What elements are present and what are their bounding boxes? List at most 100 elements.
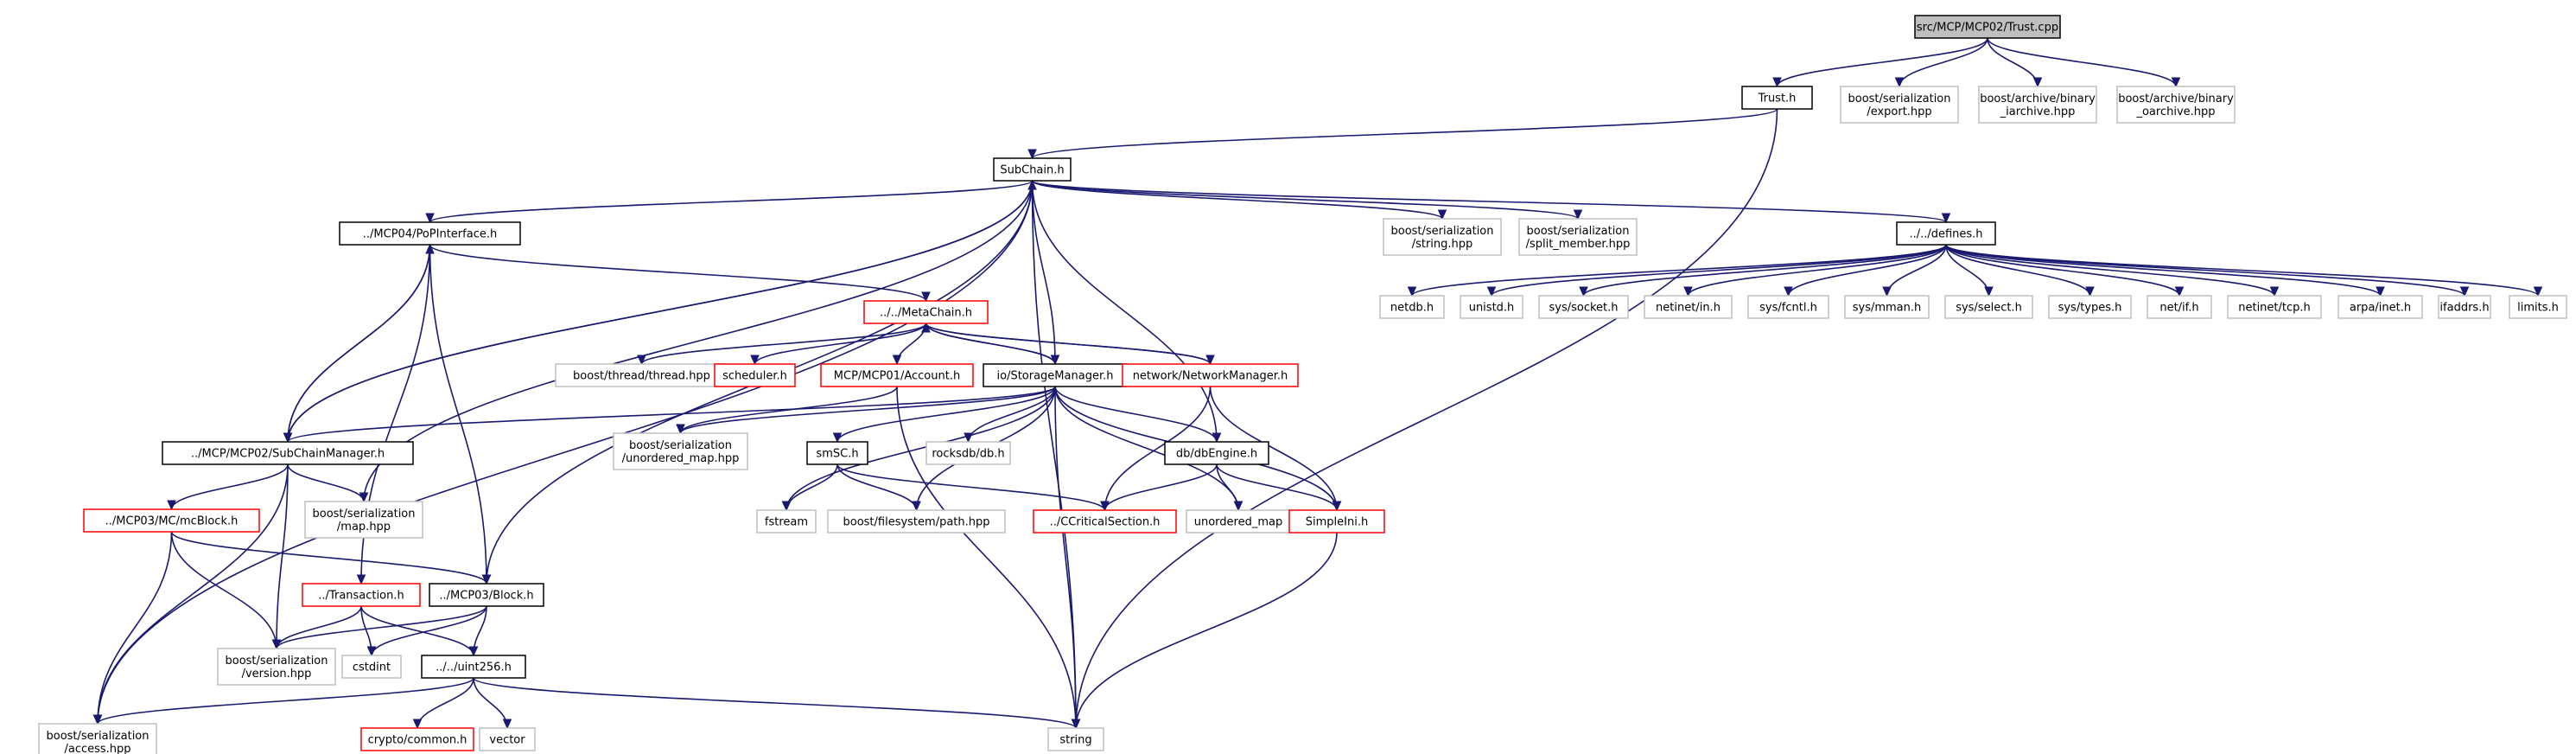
node-netinet-in-h[interactable]: netinet/in.h: [1644, 295, 1733, 319]
node-simpleini-h[interactable]: SimpleIni.h: [1288, 509, 1385, 534]
node-label: ../MCP03/Block.h: [439, 590, 533, 603]
node-subchainmanager-h[interactable]: ../MCP/MCP02/SubChainManager.h: [162, 441, 414, 465]
node-storagemanager-h[interactable]: io/StorageManager.h: [983, 363, 1128, 387]
node-label: scheduler.h: [722, 370, 787, 383]
node-box: [1747, 295, 1829, 319]
node-label: SimpleIni.h: [1306, 516, 1368, 529]
node-dbengine-h[interactable]: db/dbEngine.h: [1164, 441, 1269, 465]
node-cstdint[interactable]: cstdint: [341, 655, 402, 679]
edge-trust-cpp-to-boost-oarchive: [1987, 37, 2181, 88]
node-defines-h[interactable]: ../../defines.h: [1896, 221, 1996, 246]
node-boost-split-member[interactable]: boost/serialization/split_member.hpp: [1518, 218, 1638, 256]
node-vector[interactable]: vector: [479, 727, 536, 751]
node-box: [360, 727, 474, 751]
node-sys-socket-h[interactable]: sys/socket.h: [1538, 295, 1629, 319]
node-sys-types-h[interactable]: sys/types.h: [2048, 295, 2132, 319]
node-box: [1518, 218, 1638, 256]
node-label: ../MCP04/PoPInterface.h: [363, 228, 497, 241]
node-string[interactable]: string: [1047, 727, 1104, 751]
node-boost-export[interactable]: boost/serialization/export.hpp: [1840, 86, 1959, 124]
node-net-if-h[interactable]: net/if.h: [2147, 295, 2212, 319]
node-label: boost/thread/thread.hpp: [573, 370, 710, 383]
node-smsc-h[interactable]: smSC.h: [806, 441, 868, 465]
edge-uint256-h-to-vector: [473, 677, 512, 730]
node-boost-access[interactable]: boost/serialization/access.hpp: [38, 723, 157, 754]
node-label: boost/serialization: [629, 439, 732, 452]
node-boost-iarchive[interactable]: boost/archive/binary_iarchive.hpp: [1978, 86, 2097, 124]
node-netdb-h[interactable]: netdb.h: [1379, 295, 1445, 319]
edge-layer: [92, 37, 2543, 730]
node-label: src/MCP/MCP02/Trust.cpp: [1917, 22, 2058, 35]
edge-defines-h-to-net-if-h: [1945, 244, 2185, 297]
node-label: boost/serialization: [1390, 225, 1493, 238]
node-unistd-h[interactable]: unistd.h: [1460, 295, 1523, 319]
node-transaction-h[interactable]: ../Transaction.h: [302, 583, 421, 607]
node-boost-filesystem[interactable]: boost/filesystem/path.hpp: [827, 509, 1006, 534]
node-box: [1741, 86, 1813, 110]
node-boost-thread[interactable]: boost/thread/thread.hpp: [555, 363, 728, 387]
node-metachain-h[interactable]: ../../MetaChain.h: [863, 300, 989, 324]
edge-trust-cpp-to-boost-iarchive: [1987, 37, 2043, 88]
node-label: /version.hpp: [242, 668, 312, 681]
node-mcblock-h[interactable]: ../MCP03/MC/mcBlock.h: [83, 508, 260, 533]
node-label: ../Transaction.h: [318, 590, 404, 603]
node-label: boost/serialization: [312, 508, 415, 521]
node-criticalsection-h[interactable]: ../CCriticalSection.h: [1033, 509, 1177, 534]
node-box: [714, 363, 796, 387]
node-trust-h[interactable]: Trust.h: [1741, 86, 1813, 110]
edge-metachain-h-to-boost-thread: [637, 323, 927, 366]
node-label: rocksdb/db.h: [932, 448, 1004, 461]
node-boost-unordered-map[interactable]: boost/serialization/unordered_map.hpp: [613, 432, 748, 470]
node-boost-map[interactable]: boost/serialization/map.hpp: [304, 501, 423, 539]
node-label: netinet/in.h: [1656, 302, 1721, 315]
node-label: ../MCP/MCP02/SubChainManager.h: [191, 448, 385, 461]
node-netinet-tcp-h[interactable]: netinet/tcp.h: [2227, 295, 2322, 319]
edge-metachain-h-to-account-h: [892, 323, 927, 366]
node-label: sys/fcntl.h: [1759, 302, 1817, 315]
edge-subchain-h-to-defines-h: [1031, 180, 1951, 224]
edge-defines-h-to-sys-mman-h: [1882, 244, 1947, 297]
node-label: /string.hpp: [1412, 238, 1473, 251]
edge-transaction-h-to-uint256-h: [360, 605, 479, 657]
node-trust-cpp[interactable]: src/MCP/MCP02/Trust.cpp: [1914, 15, 2061, 39]
edge-defines-h-to-limits-h: [1945, 244, 2543, 297]
node-box: [1840, 86, 1959, 124]
node-networkmanager-h[interactable]: network/NetworkManager.h: [1122, 363, 1299, 387]
edge-popinterface-h-to-subchainmanager-h: [283, 244, 431, 444]
node-label: arpa/inet.h: [2350, 302, 2411, 315]
node-label: /access.hpp: [64, 743, 130, 754]
node-scheduler-h[interactable]: scheduler.h: [714, 363, 796, 387]
edge-metachain-h-to-scheduler-h: [750, 323, 927, 366]
node-box: [1460, 295, 1523, 319]
node-fstream[interactable]: fstream: [756, 509, 817, 534]
edge-block-h-to-boost-version: [271, 605, 487, 650]
edge-subchain-h-to-boost-string: [1031, 180, 1447, 220]
node-uint256-h[interactable]: ../../uint256.h: [421, 655, 526, 679]
node-arpa-inet-h[interactable]: arpa/inet.h: [2337, 295, 2423, 319]
node-ifaddrs-h[interactable]: ifaddrs.h: [2438, 295, 2491, 319]
node-sys-mman-h[interactable]: sys/mman.h: [1844, 295, 1930, 319]
node-block-h[interactable]: ../MCP03/Block.h: [429, 583, 544, 607]
node-limits-h[interactable]: limits.h: [2509, 295, 2567, 319]
node-boost-string[interactable]: boost/serialization/string.hpp: [1383, 218, 1502, 256]
node-boost-oarchive[interactable]: boost/archive/binary_oarchive.hpp: [2116, 86, 2236, 124]
node-unordered-map[interactable]: unordered_map: [1186, 509, 1291, 534]
node-label: /unordered_map.hpp: [622, 452, 740, 465]
edge-defines-h-to-sys-select-h: [1945, 244, 1994, 297]
edge-trust-h-to-subchain-h: [1027, 108, 1778, 160]
node-account-h[interactable]: MCP/MCP01/Account.h: [820, 363, 974, 387]
node-box: [1914, 15, 2061, 39]
node-subchain-h[interactable]: SubChain.h: [993, 157, 1072, 182]
node-boost-version[interactable]: boost/serialization/version.hpp: [217, 648, 336, 686]
edge-uint256-h-to-crypto-common-h: [412, 677, 474, 730]
edge-defines-h-to-netinet-in-h: [1683, 244, 1947, 297]
node-label: ifaddrs.h: [2439, 302, 2489, 315]
node-sys-select-h[interactable]: sys/select.h: [1944, 295, 2033, 319]
node-label: boost/serialization: [46, 730, 149, 743]
node-rocksdb-h[interactable]: rocksdb/db.h: [925, 441, 1011, 465]
node-sys-fcntl-h[interactable]: sys/fcntl.h: [1747, 295, 1829, 319]
node-popinterface-h[interactable]: ../MCP04/PoPInterface.h: [339, 221, 521, 246]
node-crypto-common-h[interactable]: crypto/common.h: [360, 727, 474, 751]
node-box: [1538, 295, 1629, 319]
